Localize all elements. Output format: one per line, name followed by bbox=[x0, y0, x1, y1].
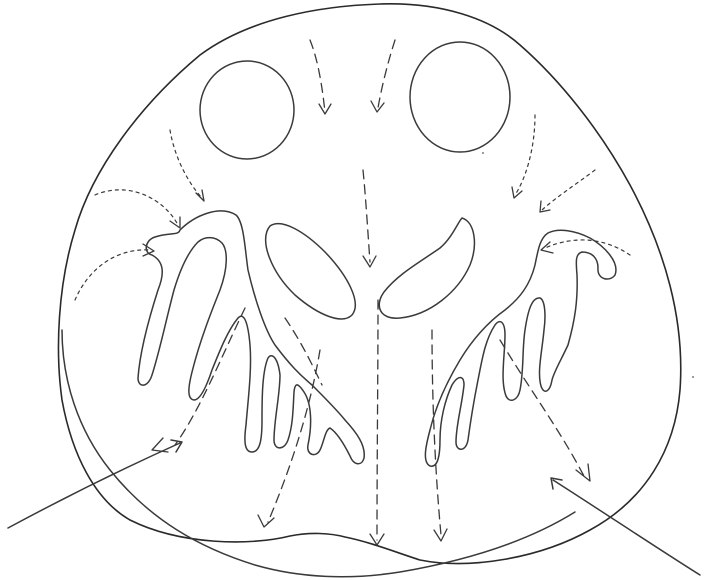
arrowhead-left-branch bbox=[258, 515, 274, 527]
arrow-left-branch-down bbox=[268, 350, 320, 522]
arrowhead-right-diagonal bbox=[576, 464, 590, 481]
stray-dot-right bbox=[692, 376, 694, 378]
arrow-top-right-down bbox=[378, 40, 395, 108]
pointer-arrow-lower-right bbox=[553, 480, 700, 575]
right-branched-structure bbox=[425, 230, 616, 466]
upper-left-circle bbox=[200, 61, 294, 159]
long-dashed-arrows bbox=[152, 40, 590, 545]
dotted-arrow-upper-left-2 bbox=[95, 190, 178, 225]
arrow-bottom-center bbox=[377, 300, 378, 540]
upper-right-circle bbox=[410, 42, 510, 152]
center-left-opening bbox=[266, 224, 356, 319]
arrow-left-upper-diagonal bbox=[285, 318, 322, 385]
dotted-arrow-left bbox=[75, 250, 150, 300]
arrowhead-top-left bbox=[319, 104, 331, 114]
dotted-head-upper-left-2 bbox=[170, 217, 180, 228]
dotted-head-upper-right-2 bbox=[540, 201, 550, 212]
arrow-top-left-down bbox=[310, 40, 325, 112]
arrow-right-diagonal bbox=[500, 340, 585, 478]
center-right-opening bbox=[379, 218, 474, 318]
arrow-center-down bbox=[363, 170, 370, 262]
stray-dot-upper-right bbox=[482, 152, 484, 154]
arrowhead-top-right bbox=[371, 101, 384, 112]
dotted-arrow-upper-right-1 bbox=[515, 115, 535, 195]
dotted-arrow-upper-left-1 bbox=[170, 130, 202, 198]
dotted-arrow-upper-right-2 bbox=[542, 170, 595, 210]
short-dashed-arrows bbox=[75, 115, 630, 300]
left-branched-structure bbox=[138, 211, 364, 464]
